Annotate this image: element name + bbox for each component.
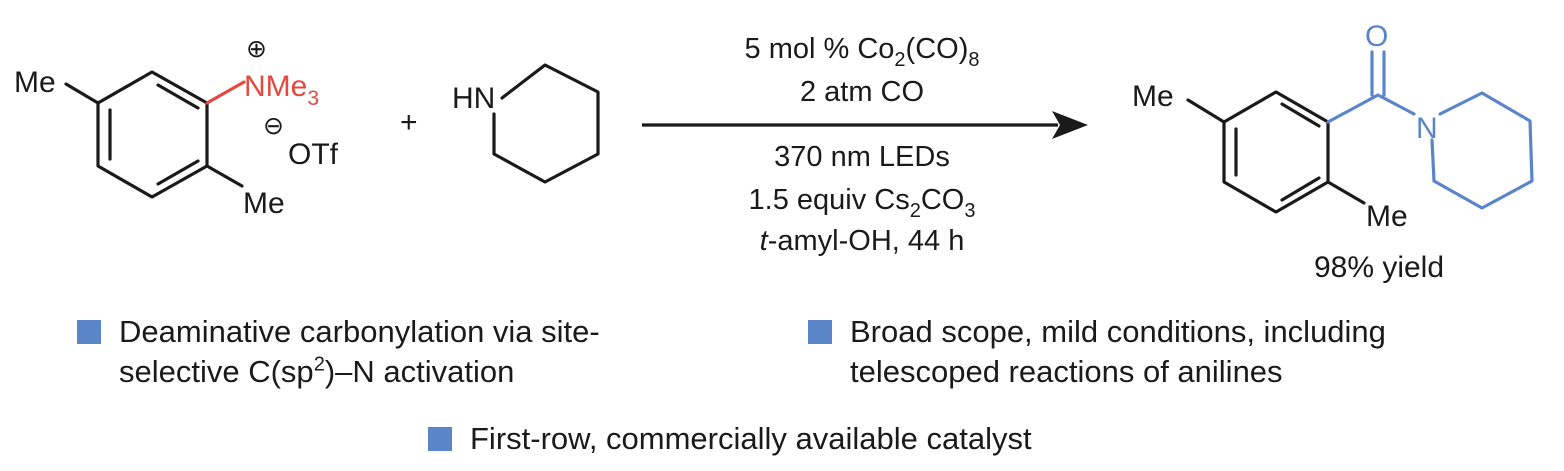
carbonyl-oxygen-label: O [1365,20,1388,53]
bullet-square-icon [808,320,832,344]
bullet-deaminative-carbonylation: Deaminative carbonylation via site- sele… [77,312,600,392]
triflate-label: OTf [288,138,339,171]
amide-nitrogen-label: N [1416,112,1438,145]
solvent-time: t-amyl-OH, 44 h [760,225,965,257]
reaction-arrow [642,111,1088,139]
reactant-piperidine: HN [452,63,600,184]
amine-nh-label: HN [452,82,495,115]
methyl-label-bottom: Me [243,187,285,220]
light-source: 370 nm LEDs [774,141,950,173]
piperidine-ring [492,63,600,184]
benzene-ring-2 [1222,90,1330,214]
bullet-1-line-1: Deaminative carbonylation via site- [119,314,600,349]
bullet-3-line-1: First-row, commercially available cataly… [470,421,1032,456]
reactant-aryl-ammonium: Me Me NMe3 ⊕ ⊖ OTf [14,35,339,220]
product-amide: Me Me O N 98% yield [1132,20,1534,284]
reaction-conditions: 5 mol % Co2(CO)8 2 atm CO 370 nm LEDs 1.… [745,33,980,257]
piperidine-ring-product [1430,91,1534,210]
bullet-2-line-1: Broad scope, mild conditions, including [850,314,1386,349]
positive-charge-icon: ⊕ [246,35,267,63]
methyl-label-bottom-product: Me [1366,200,1408,233]
bullet-first-row-catalyst: First-row, commercially available cataly… [428,419,1032,459]
arrow-head-icon [1052,111,1088,139]
plus-sign: + [400,106,418,139]
catalyst-loading: 5 mol % Co2(CO)8 [745,33,980,71]
product-yield: 98% yield [1314,251,1444,284]
co-pressure: 2 atm CO [800,76,924,108]
base-loading: 1.5 equiv Cs2CO3 [749,184,976,222]
bullet-square-icon [77,320,101,344]
bullet-broad-scope: Broad scope, mild conditions, including … [808,312,1386,392]
negative-charge-icon: ⊖ [263,112,284,140]
trimethylammonium-label: NMe3 [244,70,319,110]
bullet-square-icon [428,427,452,451]
bullet-1-line-2: selective C(sp2)–N activation [119,353,515,389]
methyl-label-top: Me [14,66,56,99]
benzene-ring-1 [96,70,209,199]
bullet-2-line-2: telescoped reactions of anilines [850,354,1283,389]
methyl-label-top-product: Me [1132,80,1174,113]
